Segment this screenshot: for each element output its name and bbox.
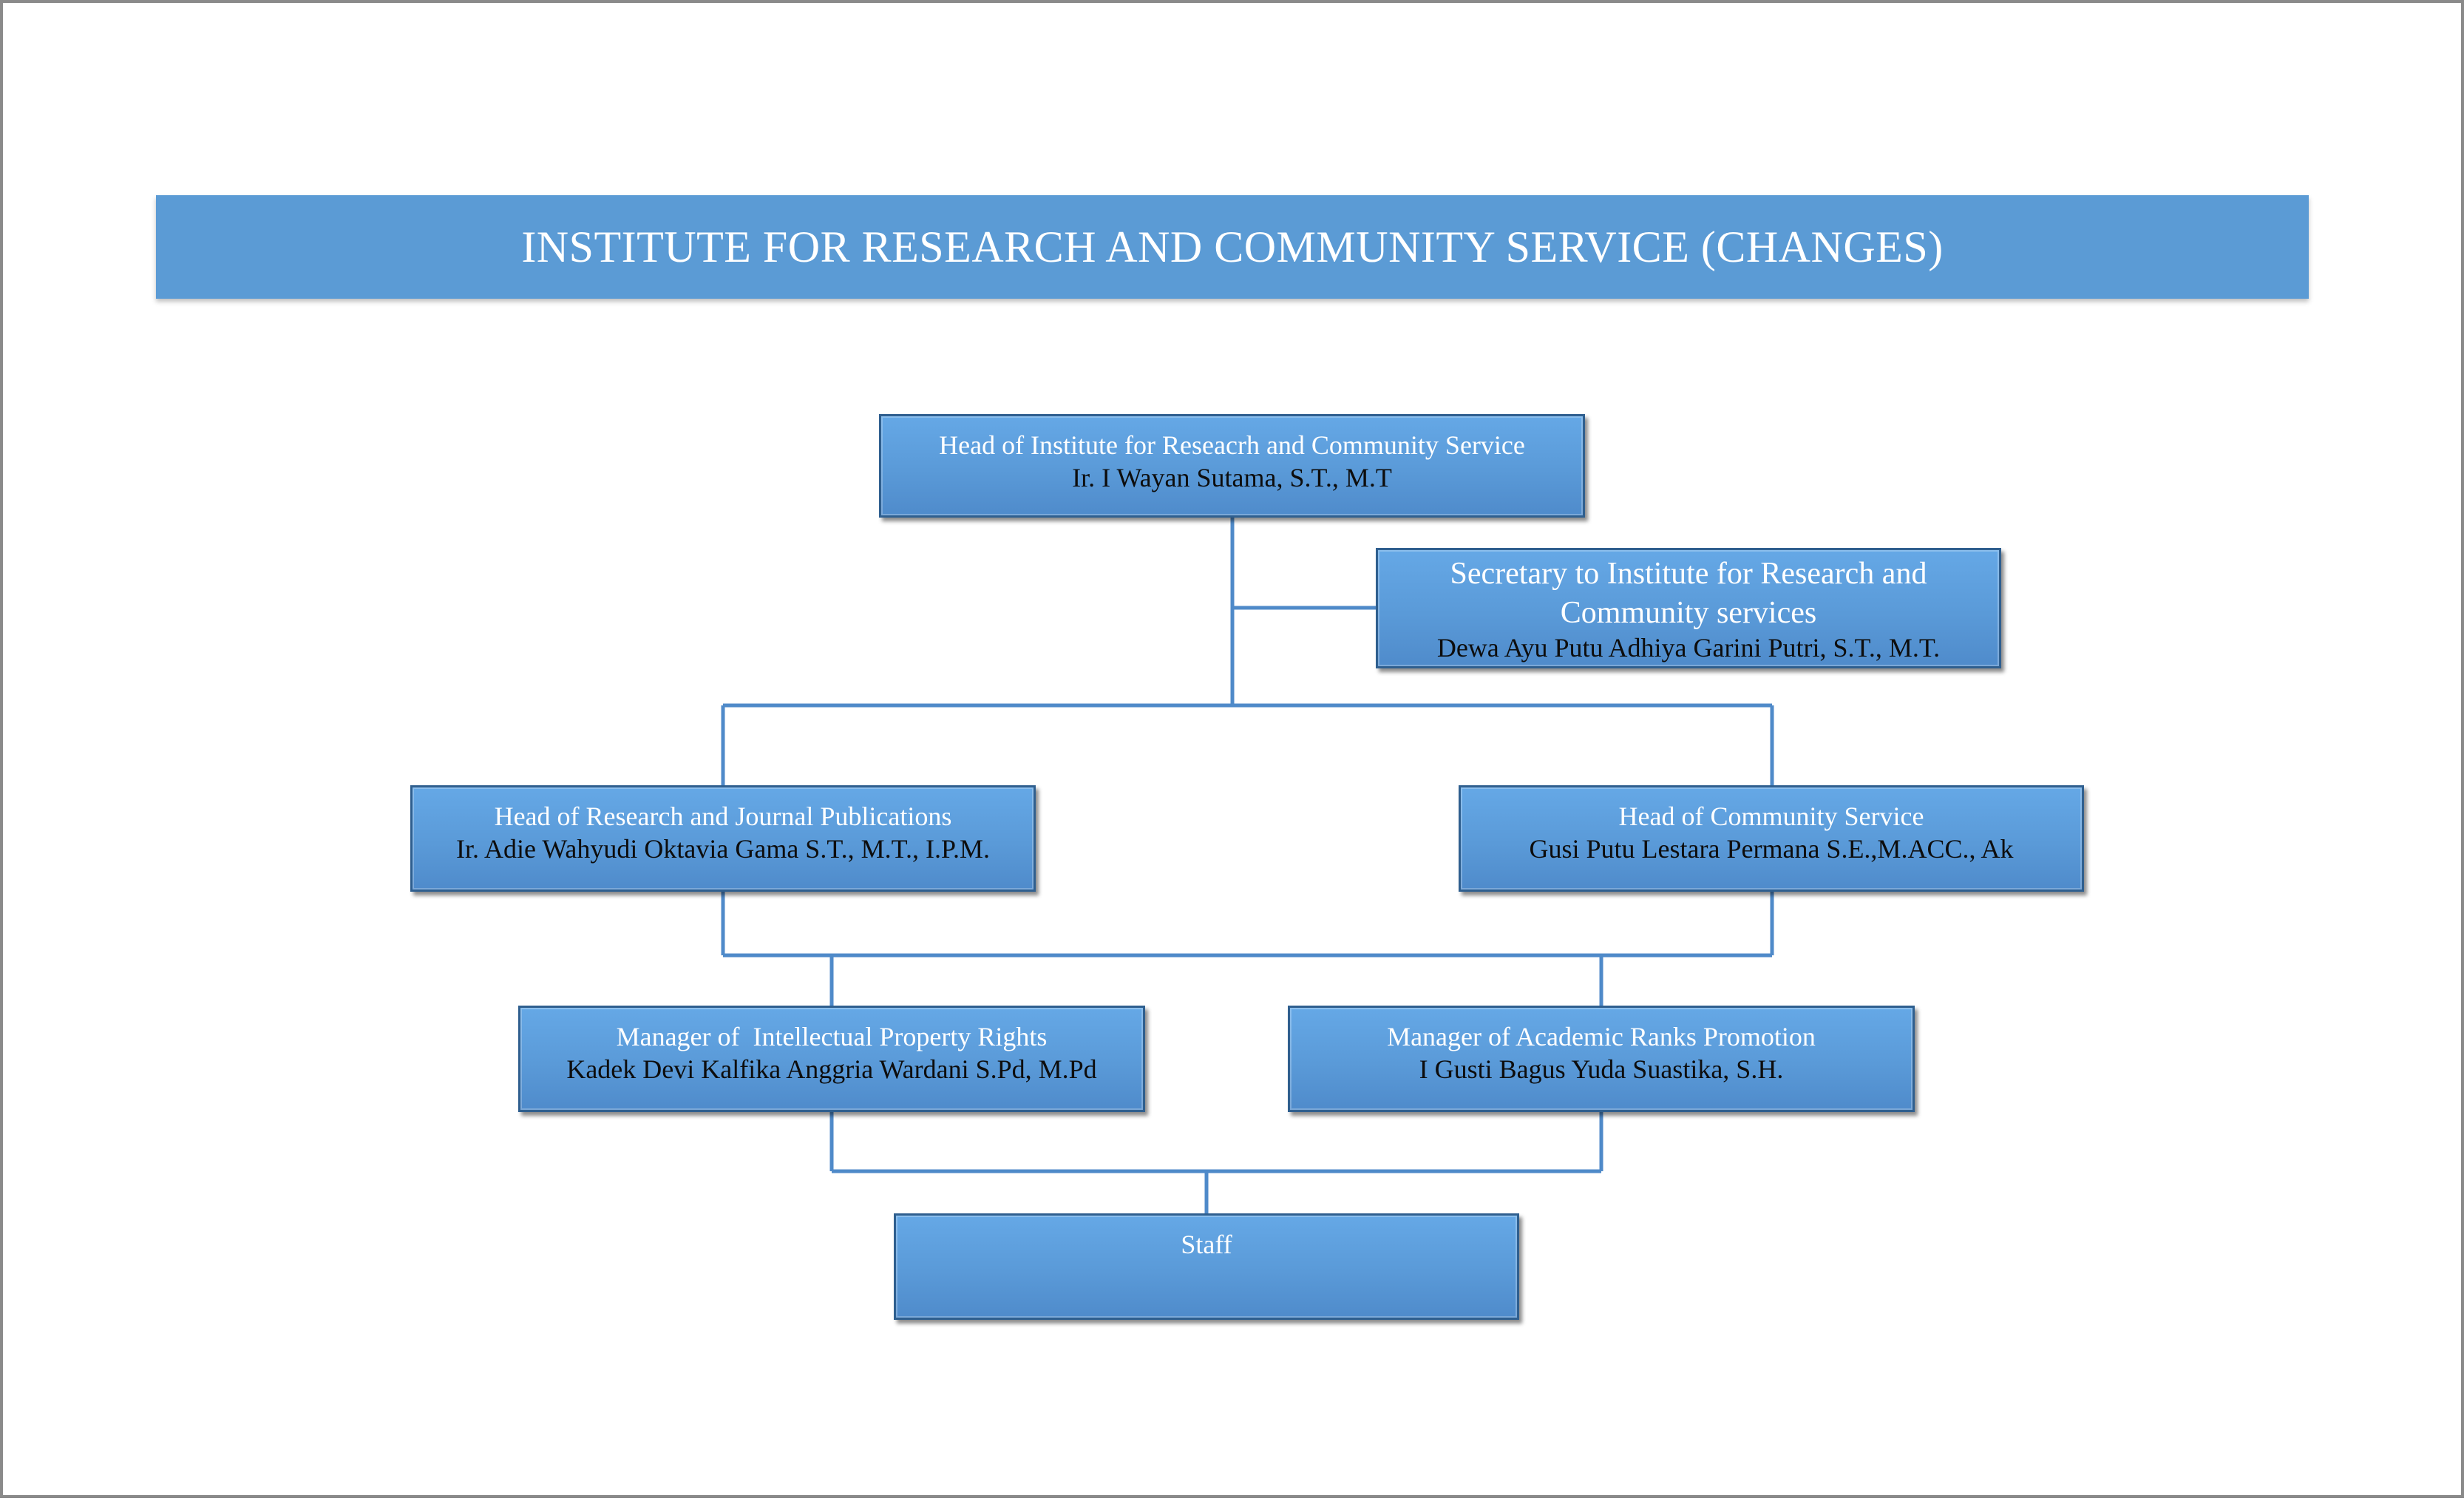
node-role: Head of Institute for Reseacrh and Commu…	[939, 430, 1525, 460]
title-banner: INSTITUTE FOR RESEARCH AND COMMUNITY SER…	[156, 195, 2309, 299]
node-name: Dewa Ayu Putu Adhiya Garini Putri, S.T.,…	[1436, 633, 1941, 663]
node-head-of-research: Head of Research and Journal Publication…	[410, 785, 1036, 892]
node-name: Kadek Devi Kalfika Anggria Wardani S.Pd,…	[566, 1054, 1097, 1084]
node-manager-ipr: Manager of Intellectual Property Rights …	[518, 1006, 1145, 1112]
node-staff: Staff	[894, 1213, 1519, 1320]
node-role: Manager of Intellectual Property Rights	[616, 1022, 1048, 1051]
chart-title: INSTITUTE FOR RESEARCH AND COMMUNITY SER…	[521, 222, 1944, 271]
node-manager-academic-ranks: Manager of Academic Ranks Promotion I Gu…	[1288, 1006, 1915, 1112]
node-role: Head of Research and Journal Publication…	[494, 802, 952, 831]
node-head-of-community-service: Head of Community Service Gusi Putu Lest…	[1459, 785, 2084, 892]
node-role-line2: Community services	[1560, 595, 1817, 630]
node-secretary: Secretary to Institute for Research and …	[1376, 548, 2001, 668]
connector-lines	[721, 518, 1774, 1213]
node-name: Gusi Putu Lestara Permana S.E.,M.ACC., A…	[1529, 833, 2014, 864]
node-head-of-institute: Head of Institute for Reseacrh and Commu…	[879, 414, 1585, 518]
node-role: Staff	[1181, 1230, 1232, 1259]
node-name: I Gusti Bagus Yuda Suastika, S.H.	[1419, 1054, 1784, 1084]
node-role-line1: Secretary to Institute for Research and	[1450, 557, 1927, 591]
node-name: Ir. Adie Wahyudi Oktavia Gama S.T., M.T.…	[455, 833, 991, 864]
node-name: Ir. I Wayan Sutama, S.T., M.T	[1072, 462, 1392, 492]
node-role: Head of Community Service	[1618, 802, 1924, 831]
node-role: Manager of Academic Ranks Promotion	[1387, 1022, 1816, 1051]
